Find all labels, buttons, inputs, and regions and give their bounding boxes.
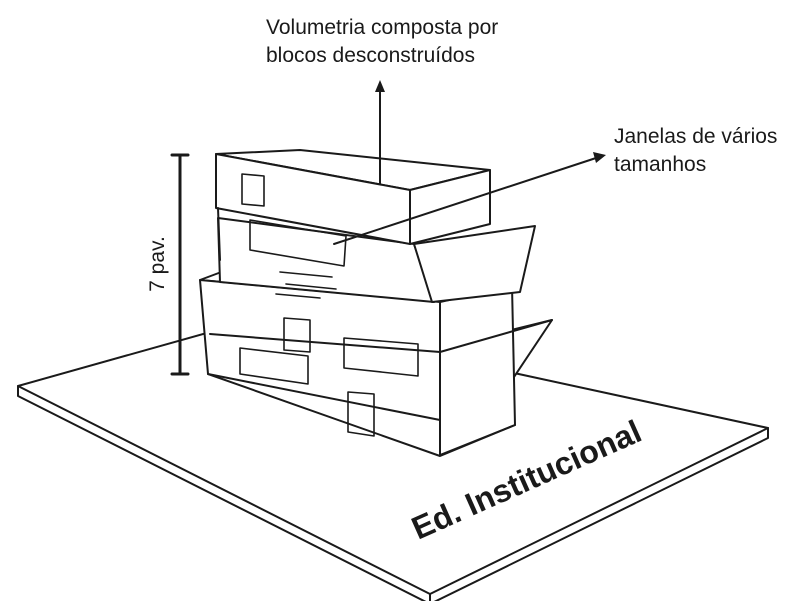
volume-label-line1: Volumetria composta por <box>266 16 498 39</box>
block-upper <box>215 149 491 267</box>
windows-label-line1: Janelas de vários <box>614 125 777 148</box>
volume-arrow <box>375 80 385 185</box>
volume-label-line2: blocos desconstruídos <box>266 44 475 67</box>
windows-arrow <box>333 152 606 245</box>
block-middle <box>217 217 536 303</box>
windows-label-line2: tamanhos <box>614 153 706 176</box>
floors-label: 7 pav. <box>146 236 169 292</box>
floors-dimension <box>170 153 190 376</box>
